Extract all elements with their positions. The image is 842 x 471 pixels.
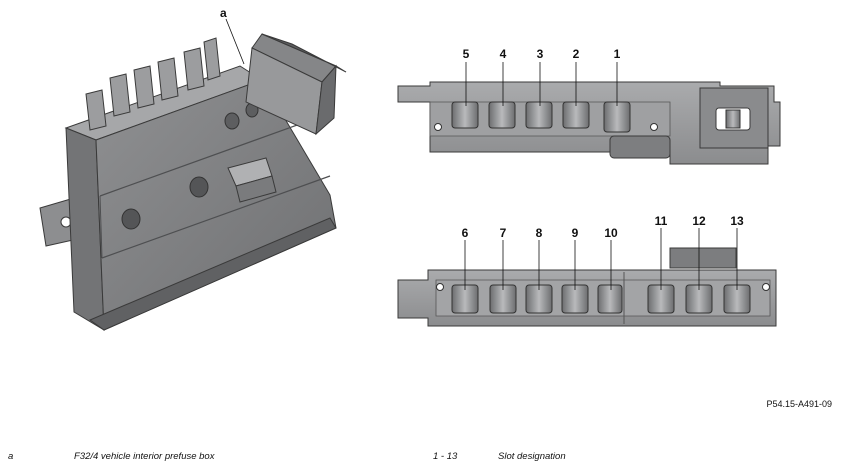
slot-number: 7 xyxy=(500,226,507,240)
slot-number: 11 xyxy=(655,214,668,228)
prefuse-box-top-view xyxy=(397,81,781,165)
figure-reference: P54.15-A491-09 xyxy=(766,399,832,409)
slot-number: 10 xyxy=(604,226,618,240)
legend-text-a: F32/4 vehicle interior prefuse box xyxy=(74,451,215,462)
bottom-slot-numbers: 6 7 8 9 10 11 12 13 xyxy=(462,214,744,240)
slot-number: 5 xyxy=(463,47,470,61)
top-slot-leaders xyxy=(465,62,618,106)
slot-number: 12 xyxy=(692,214,706,228)
slot-number: 9 xyxy=(572,226,579,240)
bottom-slot-leaders xyxy=(464,228,738,290)
slot-number: 8 xyxy=(536,226,543,240)
slot-number: 3 xyxy=(537,47,544,61)
slot-number: 1 xyxy=(614,47,621,61)
legend-key-a: a xyxy=(8,451,14,462)
prefuse-box-bottom-view xyxy=(397,247,777,327)
top-slot-numbers: 5 4 3 2 1 xyxy=(463,47,621,61)
slot-number: 2 xyxy=(573,47,580,61)
slot-number: 4 xyxy=(500,47,507,61)
legend-text-slots: Slot designation xyxy=(498,451,566,462)
slot-number: 13 xyxy=(730,214,744,228)
legend-key-slots: 1 - 13 xyxy=(433,451,458,462)
slot-number: 6 xyxy=(462,226,469,240)
callout-a-leader xyxy=(225,18,245,65)
prefuse-box-isometric-view xyxy=(39,33,347,331)
callout-a: a xyxy=(220,6,227,20)
